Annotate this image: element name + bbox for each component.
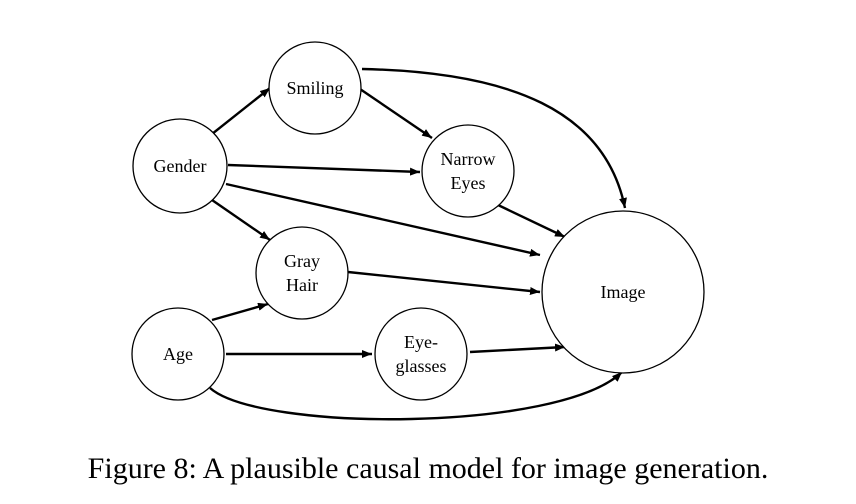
node-gray-hair-label-2: Hair	[286, 275, 318, 295]
edge-gray-hair-image	[347, 270, 541, 295]
node-gender-label-1: Gender	[154, 156, 207, 176]
node-gray-hair-label-1: Gray	[284, 251, 320, 271]
node-age-label-1: Age	[163, 344, 193, 364]
edge-smiling-narrow-eyes	[359, 88, 433, 139]
edge-age-gray-hair	[211, 302, 269, 322]
node-narrow-eyes-label-2: Eyes	[451, 173, 486, 193]
node-image: Image	[541, 210, 705, 374]
edges	[209, 67, 627, 421]
node-narrow-eyes: Narrow Eyes	[421, 124, 515, 218]
edge-smiling-image	[361, 67, 627, 209]
edge-age-image	[209, 371, 623, 421]
node-image-label-1: Image	[601, 282, 646, 302]
edge-eyeglasses-image	[469, 343, 566, 354]
node-eyeglasses: Eye- glasses	[374, 307, 468, 401]
node-smiling-label-1: Smiling	[286, 78, 343, 98]
node-gray-hair: Gray Hair	[255, 226, 349, 320]
edge-gender-image	[225, 182, 541, 257]
figure-caption: Figure 8: A plausible causal model for i…	[87, 452, 769, 485]
node-eyeglasses-label-2: glasses	[396, 356, 447, 376]
edge-narrow-eyes-image	[497, 203, 566, 239]
node-age: Age	[131, 307, 225, 401]
edge-gender-gray-hair	[211, 199, 271, 241]
node-smiling: Smiling	[268, 41, 362, 135]
node-gender: Gender	[132, 118, 228, 214]
node-eyeglasses-label-1: Eye-	[404, 332, 438, 352]
edge-gender-narrow-eyes	[227, 163, 421, 176]
causal-diagram: Smiling Gender Narrow Eyes Gray Hair Age…	[131, 41, 705, 421]
node-narrow-eyes-label-1: Narrow	[441, 149, 496, 169]
edge-gender-smiling	[211, 87, 271, 135]
